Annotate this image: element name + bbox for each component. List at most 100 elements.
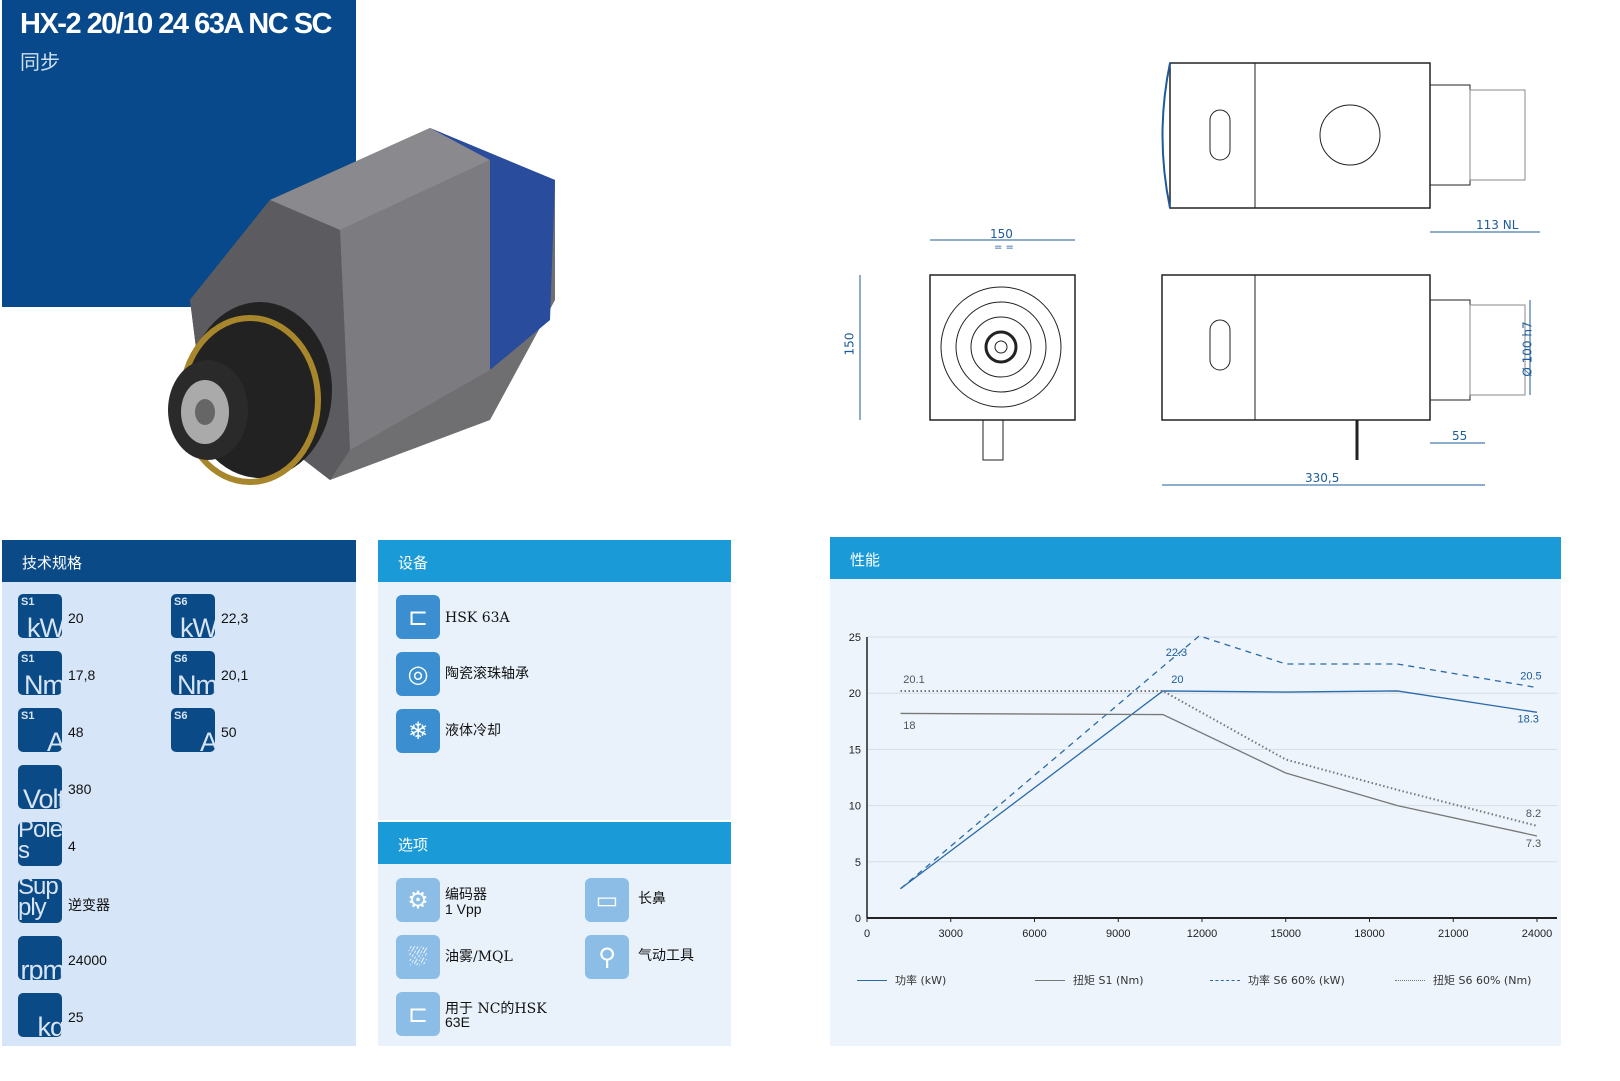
spec-duty-tag: S1	[21, 653, 35, 665]
option-item: 用于 NC的HSK	[445, 1001, 547, 1017]
spec-value: 逆变器	[68, 897, 110, 913]
spindle-product-image	[168, 128, 555, 485]
series-line-1	[900, 712, 1538, 837]
spec-unit: kg	[37, 1012, 62, 1038]
unit-kg-icon: kg	[18, 993, 62, 1037]
spec-value: 22,3	[221, 610, 249, 626]
options-panel: 选项	[378, 822, 731, 1046]
legend-label: 功率 (kW)	[895, 974, 947, 987]
spec-unit: kW	[180, 613, 215, 639]
x-tick-label: 24000	[1522, 928, 1553, 940]
x-tick-label: 0	[864, 928, 870, 940]
legend-swatch	[857, 979, 887, 981]
dim-height: 150	[842, 332, 857, 356]
spec-unit: A	[46, 727, 62, 753]
legend-item: 功率 S6 60% (kW)	[1210, 972, 1345, 988]
unit-volt-icon: Volt	[18, 765, 62, 809]
legend-swatch	[1035, 979, 1065, 981]
spec-duty-tag: S6	[174, 710, 188, 722]
spec-duty-tag: S1	[21, 596, 35, 608]
x-tick-label: 3000	[939, 928, 963, 940]
legend-swatch	[1395, 979, 1425, 981]
option-item: 长鼻	[638, 891, 666, 907]
y-tick-label: 25	[849, 632, 861, 644]
x-tick-label: 12000	[1187, 928, 1218, 940]
spec-unit: Nm	[177, 670, 215, 696]
x-tick-label: 21000	[1438, 928, 1469, 940]
legend-item: 功率 (kW)	[857, 972, 946, 988]
spec-value: 17,8	[68, 667, 96, 683]
option-item-sub: 1 Vpp	[445, 901, 482, 917]
legend-label: 功率 S6 60% (kW)	[1248, 974, 1345, 987]
tool-holder-icon: ⊏	[396, 595, 440, 639]
option-item-sub: 63E	[445, 1014, 470, 1030]
product-title: HX-2 20/10 24 63A NC SC	[20, 8, 332, 40]
x-tick-label: 15000	[1270, 928, 1301, 940]
data-label: 8.2	[1526, 808, 1541, 820]
spec-value: 48	[68, 724, 84, 740]
spec-unit: Nm	[24, 670, 62, 696]
spec-duty-tag: S1	[21, 710, 35, 722]
option-item: 油雾/MQL	[445, 949, 513, 965]
unit-supply-icon: Supply	[18, 879, 62, 923]
data-label: 20.5	[1520, 671, 1541, 683]
legend-item: 扭矩 S1 (Nm)	[1035, 972, 1144, 988]
technical-drawings	[859, 62, 1540, 486]
encoder-icon: ⚙	[396, 878, 440, 922]
spec-duty-tag: S6	[174, 596, 188, 608]
series-line-2	[900, 635, 1538, 890]
air-tool-icon: ⚲	[585, 935, 629, 979]
coolant-drop-icon: ❄	[396, 709, 440, 753]
product-subtitle: 同步	[20, 50, 60, 74]
y-tick-label: 15	[849, 744, 861, 756]
mql-icon: ⛆	[396, 935, 440, 979]
y-tick-label: 0	[855, 913, 861, 925]
spec-unit: Volt	[22, 784, 62, 810]
specs-title: 技术规格	[2, 540, 356, 582]
unit-rpm-icon: rpm	[18, 936, 62, 980]
dim-diameter: Ø 100 h7	[1520, 321, 1535, 377]
spec-value: 4	[68, 838, 76, 854]
long-nose-icon: ▭	[585, 878, 629, 922]
option-item: 编码器	[445, 887, 487, 903]
front-view	[859, 239, 1076, 461]
legend-label: 扭矩 S6 60% (Nm)	[1433, 974, 1532, 987]
spec-value: 25	[68, 1009, 84, 1025]
spec-value: 20,1	[221, 667, 249, 683]
dim-nose: 55	[1452, 429, 1468, 443]
data-label: 18.3	[1517, 713, 1538, 725]
y-tick-label: 10	[849, 801, 861, 813]
dim-rear: 113 NL	[1476, 218, 1519, 232]
equipment-item: 液体冷却	[445, 723, 501, 739]
spec-unit: A	[199, 727, 215, 753]
series-line-0	[900, 690, 1538, 890]
dim-length: 330,5	[1305, 471, 1340, 485]
spec-unit: Poles	[18, 822, 62, 864]
unit-kw-icon: S6 kW	[171, 594, 215, 638]
performance-panel: 性能	[830, 537, 1561, 1046]
unit-poles-icon: Poles	[18, 822, 62, 866]
spec-value: 50	[221, 724, 237, 740]
x-tick-label: 18000	[1354, 928, 1385, 940]
spec-value: 380	[68, 781, 92, 797]
y-tick-label: 5	[855, 857, 861, 869]
spec-unit: rpm	[20, 955, 63, 981]
spec-duty-tag: S6	[174, 653, 188, 665]
data-label: 20.1	[903, 674, 924, 686]
data-label: 18	[903, 720, 915, 732]
equipment-item: HSK 63A	[445, 610, 510, 626]
equipment-item: 陶瓷滚珠轴承	[445, 666, 529, 682]
bearing-icon: ◎	[396, 652, 440, 696]
data-label: 20	[1171, 674, 1183, 686]
hsk-nc-icon: ⊏	[396, 992, 440, 1036]
spec-value: 24000	[68, 952, 107, 968]
equipment-title: 设备	[378, 540, 731, 582]
data-label: 7.3	[1526, 838, 1541, 850]
performance-title: 性能	[830, 537, 1561, 579]
y-tick-label: 20	[849, 688, 861, 700]
